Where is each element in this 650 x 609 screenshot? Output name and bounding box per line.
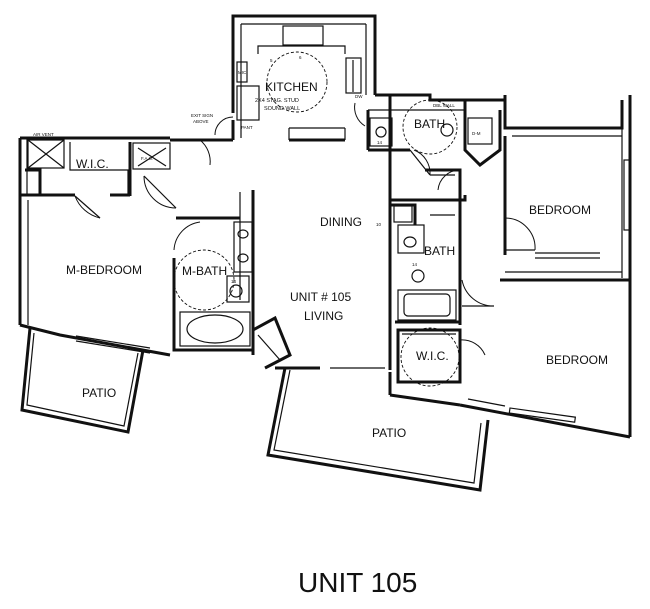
plan-title: UNIT 105: [298, 567, 417, 598]
room-labels: KITCHEN 2X4 STAG. STUD SOUND WALL DINING…: [66, 80, 608, 440]
kitchen-label: KITCHEN: [265, 80, 318, 94]
living-label: LIVING: [304, 309, 343, 323]
master-bedroom-label: M-BEDROOM: [66, 263, 142, 277]
bath-top-label: BATH: [414, 117, 445, 131]
master-bath-label: M-BATH: [182, 264, 227, 278]
dbl-wall-note: DBL WALL: [433, 103, 455, 108]
dm-note: D-M: [472, 131, 481, 136]
exterior-walls: [18, 14, 632, 492]
dining-label: DINING: [320, 215, 362, 229]
num-14a: 14: [377, 140, 383, 145]
mc-note: MIC: [238, 70, 247, 75]
bedroom-top-label: BEDROOM: [529, 203, 591, 217]
fau-note: F.A.U.: [141, 156, 153, 161]
door-swings: [74, 102, 536, 356]
kitchen-note2-label: SOUND WALL: [264, 106, 300, 112]
unit-label: UNIT # 105: [290, 290, 351, 304]
patio-center-label: PATIO: [372, 426, 406, 440]
clearance-circles: [173, 51, 460, 387]
exit-sign-note: EXIT SIGN: [191, 113, 213, 118]
kitchen-note-label: 2X4 STAG. STUD: [255, 98, 299, 104]
wic-left-label: W.I.C.: [76, 157, 109, 171]
annotations: AIR VENT EXIT SIGN ABOVE F.A.U. DBL WALL…: [33, 55, 481, 284]
bedroom-bottom-label: BEDROOM: [546, 353, 608, 367]
num-5: 5: [270, 58, 273, 63]
dw-note: DW: [355, 94, 363, 99]
patio-left-label: PATIO: [82, 386, 116, 400]
air-vent-note: AIR VENT: [33, 132, 54, 137]
pantry-note: PANT: [241, 125, 253, 130]
num-14b: 14: [231, 279, 237, 284]
num-6: 6: [299, 55, 302, 60]
exit-sign-note-2: ABOVE: [193, 119, 209, 124]
num-10: 10: [376, 222, 382, 227]
num-14c: 14: [412, 262, 418, 267]
bath-mid-label: BATH: [424, 244, 455, 258]
wic-right-label: W.I.C.: [416, 349, 449, 363]
